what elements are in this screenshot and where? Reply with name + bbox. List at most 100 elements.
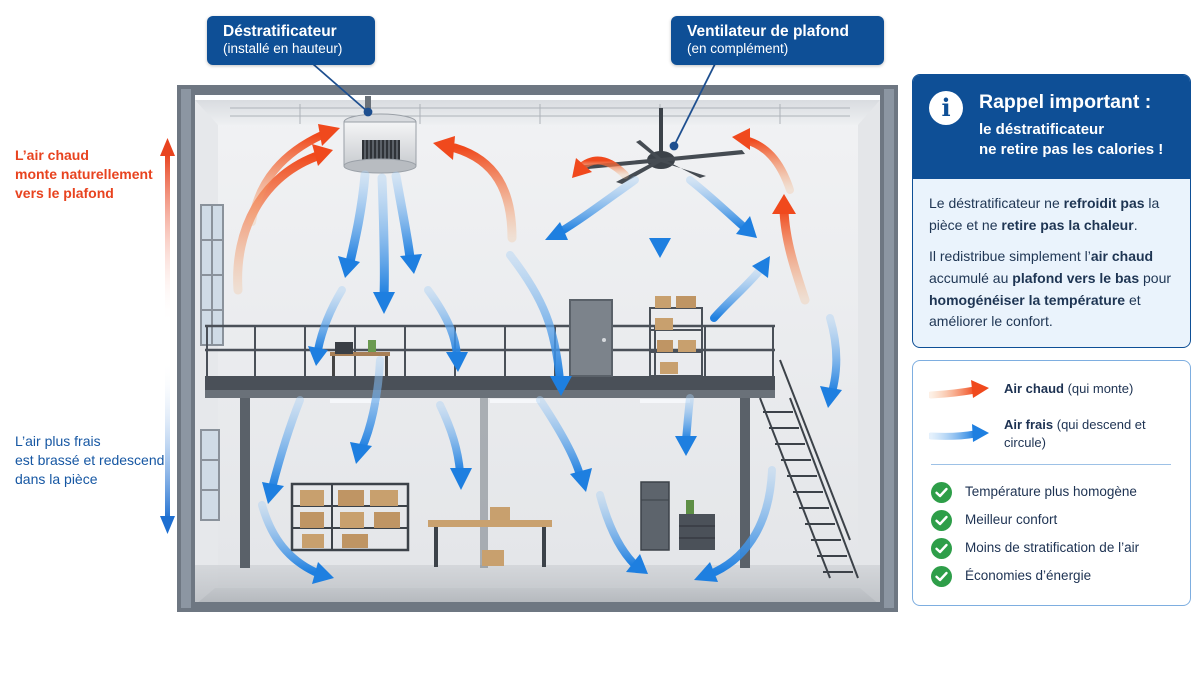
cold-arrow-6 bbox=[506, 251, 564, 384]
check-icon bbox=[931, 482, 952, 503]
window-lower bbox=[200, 429, 220, 521]
benefit-text: Meilleur confort bbox=[965, 512, 1058, 527]
ceiling-fan-callout: Ventilateur de plafond (en complément) bbox=[671, 16, 884, 66]
window-upper bbox=[200, 204, 224, 346]
cool-air-label-line: dans la pièce bbox=[15, 470, 98, 487]
benefit-text: Température plus homogène bbox=[965, 484, 1137, 499]
cold-air-arrows bbox=[258, 170, 842, 584]
hot-arrow-6-head bbox=[772, 194, 796, 214]
cold-arrow-11 bbox=[826, 314, 841, 396]
hot-arrow-1-head bbox=[312, 144, 333, 166]
reminder-body: Le déstratificateur ne refroidit pas la … bbox=[913, 179, 1190, 333]
reminder-text: Le déstratificateur ne bbox=[929, 195, 1064, 211]
reminder-emphasis: retire pas la chaleur bbox=[1001, 216, 1134, 233]
cold-arrow-9-head bbox=[736, 216, 757, 238]
legend-divider bbox=[931, 464, 1171, 465]
reminder-title: Rappel important : bbox=[979, 91, 1152, 113]
legend-card: Air chaud (qui monte) Air frais (qui des… bbox=[912, 360, 1191, 606]
cold-arrow-16 bbox=[682, 394, 694, 444]
cool-air-label-line: L’air plus frais bbox=[15, 433, 101, 449]
cold-arrow-15-head bbox=[570, 468, 592, 492]
destratifier-unit bbox=[343, 96, 417, 174]
cold-arrow-11-head bbox=[820, 386, 842, 408]
cold-arrow-17-head bbox=[312, 562, 334, 584]
important-reminder-card: i Rappel important : le déstratificateur… bbox=[912, 74, 1191, 348]
benefit-text: Économies d’énergie bbox=[965, 568, 1092, 583]
reminder-subtitle-line: le déstratificateur bbox=[979, 121, 1105, 139]
hot-air-arrows bbox=[233, 124, 810, 305]
reminder-text: Il redistribue simplement l’ bbox=[929, 248, 1091, 265]
cold-arrow-10 bbox=[710, 266, 764, 322]
cold-arrow-9 bbox=[686, 176, 749, 232]
cold-arrow-4-head bbox=[308, 346, 328, 366]
destratifier-callout-subtitle: (installé en hauteur) bbox=[223, 41, 343, 57]
cold-arrow-18 bbox=[596, 491, 639, 569]
callout-pointers bbox=[312, 63, 716, 151]
cold-arrow-7-head bbox=[545, 222, 568, 240]
benefit-text: Moins de stratification de l’air bbox=[965, 540, 1140, 555]
cold-arrow-1 bbox=[345, 170, 370, 267]
hot-arrow-5-head bbox=[732, 128, 750, 150]
reminder-emphasis: homogénéiser la température bbox=[929, 291, 1126, 308]
legend-cold-air: Air frais (qui descend et circule) bbox=[929, 416, 1179, 456]
benefit-item: Température plus homogène bbox=[931, 482, 1181, 504]
info-icon: i bbox=[929, 91, 963, 125]
cold-arrow-13 bbox=[268, 396, 304, 492]
cool-air-descending-label: L’air plus frais est brassé et redescend… bbox=[15, 432, 165, 489]
cold-arrow-3 bbox=[391, 171, 415, 263]
cold-vertical-arrow bbox=[160, 360, 175, 534]
hot-air-rising-label: L’air chaud monte naturellement vers le … bbox=[15, 146, 170, 203]
mezzanine bbox=[205, 324, 775, 568]
check-icon bbox=[931, 510, 952, 531]
cold-arrow-12 bbox=[358, 356, 384, 452]
cold-arrow-2 bbox=[377, 173, 389, 301]
cold-arrow-17 bbox=[258, 501, 319, 576]
destratifier-callout-title: Déstratificateur bbox=[223, 23, 337, 40]
reminder-text: pour bbox=[1139, 270, 1172, 287]
ground-shelf bbox=[290, 482, 410, 552]
cold-arrow-10-head bbox=[752, 256, 770, 278]
legend-cold-note: (qui descend et circule) bbox=[1004, 417, 1146, 451]
cold-arrow-19 bbox=[711, 466, 776, 576]
hot-arrow-3-head bbox=[433, 136, 455, 160]
reminder-text: et améliorer le confort. bbox=[929, 291, 1141, 330]
cold-air-legend-arrow-icon bbox=[929, 424, 989, 442]
reminder-paragraph-2: Il redistribue simplement l’air chaud ac… bbox=[929, 246, 1174, 333]
reminder-text: la pièce et ne bbox=[929, 195, 1160, 233]
hot-arrow-6 bbox=[779, 205, 810, 305]
legend-cold-label: Air frais bbox=[1004, 417, 1054, 432]
locker bbox=[640, 481, 670, 551]
mezzanine-shelf bbox=[649, 296, 703, 377]
benefit-item: Meilleur confort bbox=[931, 510, 1181, 532]
hot-arrow-3 bbox=[450, 143, 517, 243]
cold-arrow-1-head bbox=[338, 256, 360, 278]
hot-arrow-2 bbox=[248, 131, 326, 226]
cold-arrow-5-head bbox=[446, 352, 468, 372]
legend-cold-text: Air frais (qui descend et circule) bbox=[1004, 416, 1179, 452]
cold-arrow-18-head bbox=[626, 554, 648, 574]
hot-air-legend-arrow-icon bbox=[929, 380, 989, 399]
legend-hot-text: Air chaud (qui monte) bbox=[1004, 380, 1179, 398]
hot-air-label-line: vers le plafond bbox=[15, 184, 114, 201]
legend-hot-note: (qui monte) bbox=[1063, 381, 1134, 396]
cold-arrow-16-head bbox=[675, 436, 697, 456]
staircase bbox=[759, 359, 859, 579]
cold-arrow-3-head bbox=[400, 254, 422, 274]
mezzanine-door bbox=[569, 299, 613, 377]
cold-arrow-14-head bbox=[450, 468, 472, 490]
cold-arrow-13-head bbox=[262, 482, 284, 504]
legend-hot-label: Air chaud bbox=[1004, 381, 1064, 396]
reminder-subtitle: le déstratificateur ne retire pas les ca… bbox=[979, 120, 1178, 159]
ceiling-fan-callout-subtitle: (en complément) bbox=[687, 41, 789, 57]
reminder-emphasis: plafond vers le bas bbox=[1012, 270, 1140, 287]
cold-arrow-14 bbox=[436, 401, 464, 476]
cold-arrow-19-head bbox=[694, 562, 718, 582]
hot-arrow-5 bbox=[741, 136, 794, 194]
hot-air-label-line: monte naturellement bbox=[15, 165, 153, 182]
cold-arrow-2-head bbox=[373, 292, 395, 314]
work-table bbox=[428, 507, 552, 567]
cold-arrow-4 bbox=[314, 286, 346, 354]
reminder-subtitle-line: ne retire pas les calories ! bbox=[979, 140, 1164, 158]
cold-arrow-7 bbox=[556, 176, 639, 236]
